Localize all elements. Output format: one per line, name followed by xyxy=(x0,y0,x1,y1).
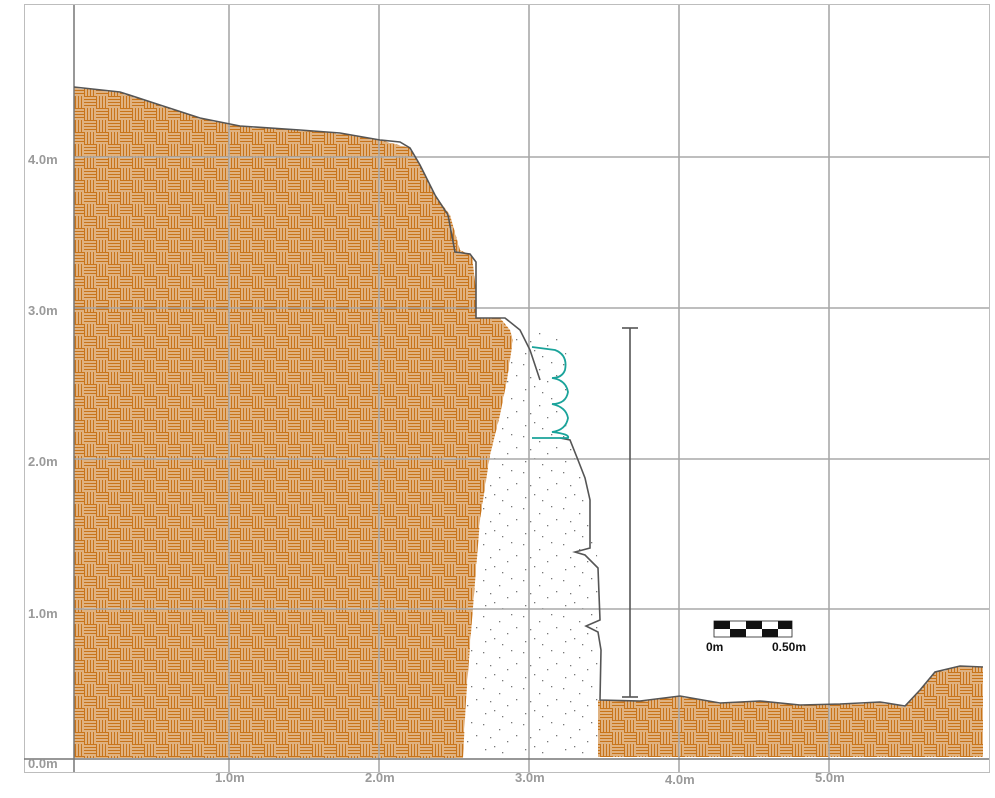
x-label-5: 5.0m xyxy=(815,770,845,785)
y-label-3: 3.0m xyxy=(28,303,58,318)
x-label-1: 1.0m xyxy=(215,770,245,785)
measure-bar xyxy=(622,327,638,698)
rock-layer-bottom xyxy=(598,666,983,757)
right-face-outline xyxy=(559,437,984,707)
scale-bar-start-label: 0m xyxy=(706,640,723,654)
teal-scalloped-outline xyxy=(531,346,570,439)
x-label-4: 4.0m xyxy=(665,772,695,787)
y-label-1: 1.0m xyxy=(28,606,58,621)
y-label-2: 2.0m xyxy=(28,454,58,469)
x-label-3: 3.0m xyxy=(515,770,545,785)
y-label-4: 4.0m xyxy=(28,152,58,167)
y-label-0: 0.0m xyxy=(28,756,58,771)
rock-layer-left xyxy=(74,87,513,758)
scale-bar: 0m 0.50m xyxy=(706,620,806,654)
scale-bar-end-label: 0.50m xyxy=(772,640,806,654)
x-axis-labels: 1.0m 2.0m 3.0m 4.0m 5.0m xyxy=(215,770,845,787)
grid xyxy=(74,5,989,772)
x-label-2: 2.0m xyxy=(365,770,395,785)
plot-border xyxy=(24,4,990,773)
surface-outline xyxy=(73,86,541,381)
axes xyxy=(24,5,989,772)
y-axis-labels: 0.0m 1.0m 2.0m 3.0m 4.0m xyxy=(28,152,58,771)
